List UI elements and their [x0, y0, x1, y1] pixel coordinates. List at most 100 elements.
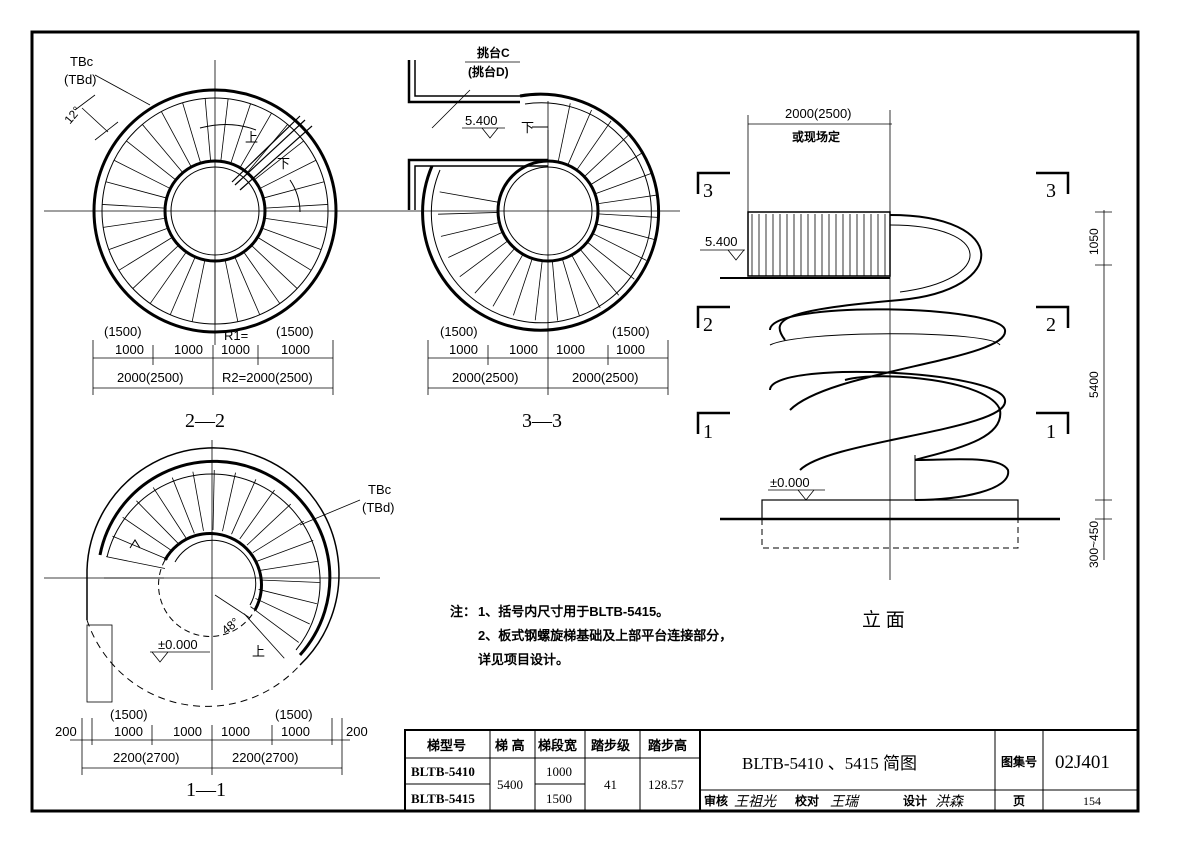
plan22-dim-c: (1500) [276, 324, 314, 339]
spec-steps: 41 [604, 777, 617, 792]
step-line [231, 479, 257, 535]
step-line [149, 251, 187, 304]
step-line [259, 579, 320, 583]
step-line [492, 254, 524, 307]
design-label: 设计 [903, 793, 927, 808]
notes-line2: 2、板式钢螺旋梯基础及上部平台连接部分， [478, 628, 732, 643]
step-line [534, 260, 543, 321]
step-line [584, 135, 629, 177]
step-line [222, 472, 236, 532]
step-line [597, 213, 658, 218]
step-line [459, 240, 509, 278]
step-line [440, 222, 500, 237]
spec-header-width: 梯段宽 [538, 738, 577, 753]
plan22-label-sub: (TBd) [64, 72, 97, 87]
elev-dim-1050: 1050 [1087, 228, 1101, 255]
step-line [161, 111, 192, 168]
check-label: 校对 [795, 793, 819, 808]
step-line [255, 598, 310, 625]
plan-1-1: TBc (TBd) 48° ±0.000 上 (1500) (1500) 200… [44, 440, 395, 801]
step-line [171, 477, 195, 534]
step-line [576, 120, 612, 171]
step-line [108, 227, 169, 251]
step-line [113, 159, 171, 189]
design-signature: 洪森 [935, 794, 965, 810]
step-line [182, 102, 202, 164]
plan22-dim-4: 1000 [281, 342, 310, 357]
plan22-dim-a: (1500) [104, 324, 142, 339]
step-line [259, 560, 319, 571]
plan33-dim-3: 1000 [556, 342, 585, 357]
step-line [594, 173, 652, 195]
plan11-level: ±0.000 [158, 637, 198, 652]
step-line [105, 181, 167, 199]
plan11-angle: 48° [219, 615, 242, 638]
elev-width-note: 或现场定 [792, 129, 840, 144]
step-line [513, 258, 533, 316]
plan11-dim-8: 2200(2700) [232, 750, 299, 765]
plan11-dim-2: 1000 [114, 724, 143, 739]
step-line [102, 204, 166, 209]
plan33-dim-5: 2000(2500) [452, 370, 519, 385]
plan22-down: 下 [277, 156, 290, 171]
step-line [439, 191, 499, 203]
step-line [106, 556, 166, 569]
step-line [192, 471, 204, 531]
notes: 注： 1、括号内尺寸用于BLTB-5415。 2、板式钢螺旋梯基础及上部平台连接… [450, 604, 732, 667]
step-line [220, 98, 229, 162]
plan22-dim-5: 2000(2500) [117, 370, 184, 385]
plan33-down: 下 [521, 120, 534, 135]
step-line [142, 124, 184, 173]
spec-header-model: 梯型号 [427, 738, 466, 753]
check-signature: 王瑞 [830, 794, 860, 810]
plan-2-2: TBc (TBd) 12° 上 下 (1500) R1= (1500) 1000… [44, 54, 380, 432]
step-line [256, 539, 314, 562]
step-line [596, 223, 655, 240]
plan22-title: 2—2 [185, 410, 225, 432]
plan22-dim-2: 1000 [174, 342, 203, 357]
step-line [239, 112, 272, 168]
plan22-dim-1: 1000 [115, 342, 144, 357]
plan33-dim-4: 1000 [616, 342, 645, 357]
plan22-label: TBc [70, 54, 94, 69]
plan11-label: TBc [368, 482, 392, 497]
step-line [126, 140, 177, 181]
step-line [230, 103, 251, 164]
plan33-dim-1: 1000 [449, 342, 478, 357]
spec-table: 梯型号 梯 高 梯段宽 踏步级 踏步高 BLTB-5410 BLTB-5415 … [404, 729, 701, 812]
svg-text:2: 2 [1046, 314, 1056, 336]
step-line [258, 589, 317, 605]
step-line [169, 256, 196, 315]
plan33-dim-2: 1000 [509, 342, 538, 357]
step-line [261, 227, 322, 251]
plan11-title: 1—1 [186, 779, 226, 801]
plan22-angle: 12° [61, 104, 84, 127]
elev-title: 立 面 [862, 609, 905, 631]
plan33-dimensions: (1500) (1500) 1000 1000 1000 1000 2000(2… [427, 324, 669, 395]
page-no: 154 [1083, 794, 1101, 808]
step-lines [104, 470, 320, 659]
plan22-dim-3: 1000 [221, 342, 250, 357]
step-line [132, 245, 179, 289]
plan33-dim-a: (1500) [440, 324, 478, 339]
step-line [561, 258, 580, 317]
plan11-label-sub: (TBd) [362, 500, 395, 515]
step-line [551, 260, 558, 321]
step-line [253, 140, 304, 181]
atlas-label: 图集号 [1001, 754, 1037, 769]
notes-line1: 1、括号内尺寸用于BLTB-5415。 [478, 604, 669, 619]
railing-bars [751, 214, 886, 276]
plan11-dimensions: (1500) (1500) 200 1000 1000 1000 1000 20… [55, 707, 368, 775]
step-line [152, 487, 187, 538]
step-line [246, 503, 292, 546]
plan11-dim-7: 2200(2700) [113, 750, 180, 765]
spec-header-steps: 踏步级 [591, 738, 631, 753]
atlas-no: 02J401 [1055, 752, 1110, 773]
step-line [250, 606, 299, 643]
step-line [567, 109, 592, 166]
step-line [251, 245, 298, 289]
step-line [448, 231, 503, 258]
step-line [263, 181, 325, 199]
notes-prefix: 注： [450, 604, 476, 619]
step-line [212, 470, 215, 531]
